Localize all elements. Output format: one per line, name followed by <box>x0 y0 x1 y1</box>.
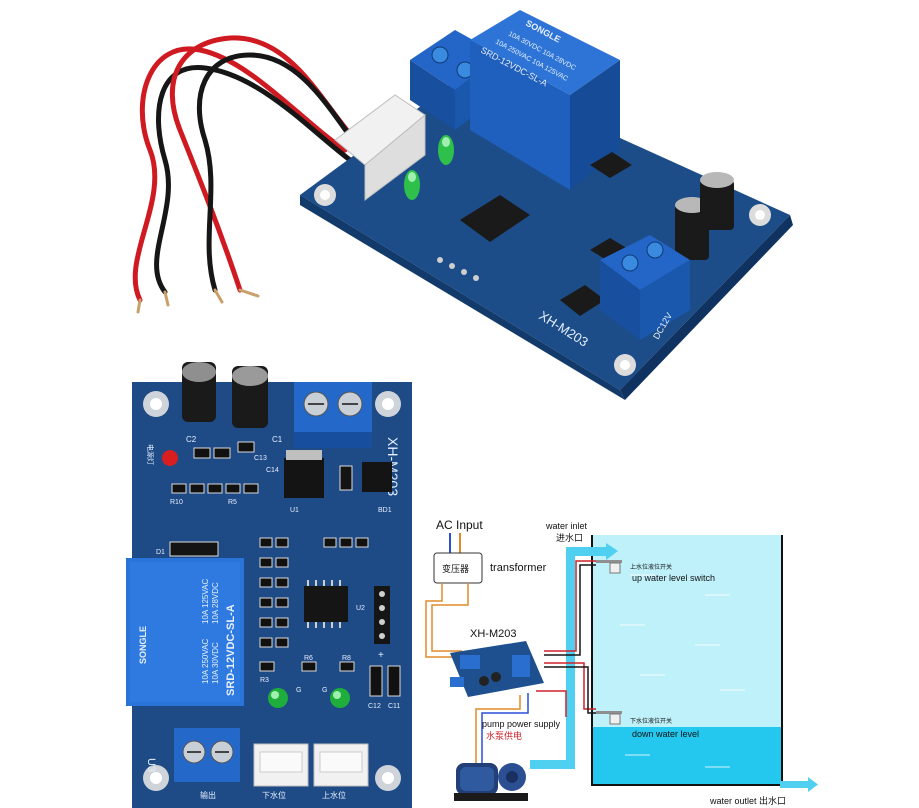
smd-resistors-lower <box>259 661 401 697</box>
header-pins <box>374 586 390 644</box>
lower-switch-en: down water level <box>632 729 699 739</box>
module-board <box>450 641 544 697</box>
output-terminal <box>174 728 240 782</box>
relay-model: SRD-12VDC-SL-A <box>225 604 237 696</box>
relay-spec-text: 10A 30VDC <box>211 642 220 684</box>
sensor-connector <box>334 94 426 201</box>
status-led <box>268 688 350 708</box>
upper-switch-en: up water level switch <box>632 573 715 583</box>
transformer-output-wires <box>425 583 469 658</box>
led-angled <box>404 135 454 200</box>
pump-power-cn: 水泵供电 <box>486 730 522 741</box>
voltage-regulator <box>284 450 392 498</box>
label-r6: R6 <box>304 655 313 662</box>
water-inlet-cn: 进水口 <box>556 532 583 543</box>
pump-power-wires <box>475 690 567 767</box>
label-c2: C2 <box>186 435 197 444</box>
output-terminal-angled <box>600 235 690 340</box>
label-g: G <box>296 687 301 694</box>
label-bd1: BD1 <box>378 507 392 514</box>
lower-level-switch <box>596 711 622 725</box>
smd-resistors <box>171 441 259 494</box>
upper-switch-cn: 上水位液位开关 <box>630 563 672 571</box>
label-u1: U1 <box>290 507 299 514</box>
plus-mark: + <box>378 650 384 661</box>
relay-top-view: SONGLE 10A 250VAC 10A 30VDC 10A 125VAC 1… <box>126 558 244 706</box>
label-r3: R3 <box>260 677 269 684</box>
label-c11: C11 <box>388 703 400 710</box>
label-c12: C12 <box>368 703 381 710</box>
upper-level-switch <box>596 560 622 574</box>
wiring-diagram: water inlet 进水口 water outlet 出水口 上水位液位开关… <box>425 518 818 806</box>
label-c14: C14 <box>266 467 279 474</box>
transformer-box <box>433 552 483 584</box>
output-label: 输出 <box>200 790 216 800</box>
label-c13: C13 <box>254 455 267 462</box>
transformer-cn: 变压器 <box>442 563 469 574</box>
label-d1: D1 <box>156 549 165 556</box>
power-terminal-top-view <box>294 382 372 448</box>
top-view-board-photo: C2 C1 C13 C14 XH-M203 电源灯 R10 R5 U1 BD1 … <box>126 362 412 808</box>
label-u2: U2 <box>356 605 365 612</box>
relay-angled: SRD-12VDC-SL-A 10A 250VAC 10A 125VAC 10A… <box>470 10 620 190</box>
capacitor-angled <box>675 172 734 260</box>
lower-level-label: 下水位 <box>262 790 286 800</box>
angled-board-photo: SRD-12VDC-SL-A 10A 250VAC 10A 125VAC 10A… <box>132 10 793 400</box>
sensor-wire-bundle <box>132 35 363 314</box>
lower-switch-cn: 下水位液位开关 <box>630 717 672 725</box>
level-connector <box>253 743 369 787</box>
label-c1: C1 <box>272 435 283 444</box>
label-r8: R8 <box>342 655 351 662</box>
water-inlet-en: water inlet <box>545 521 588 531</box>
relay-brand: SONGLE <box>138 626 148 664</box>
transformer-en: transformer <box>490 562 547 574</box>
module-label: XH-M203 <box>470 628 516 640</box>
water-outlet-label: water outlet 出水口 <box>709 795 786 806</box>
water-tank <box>591 535 783 786</box>
relay-spec-text: 10A 28VDC <box>211 582 220 624</box>
upper-level-label: 上水位 <box>322 790 346 800</box>
u3-label: U3 <box>145 758 157 772</box>
ac-input-wires <box>449 533 461 553</box>
relay-spec-text: 10A 125VAC <box>201 579 210 624</box>
label-r5: R5 <box>228 499 237 506</box>
relay-spec-text: 10A 250VAC <box>201 639 210 684</box>
water-pump <box>454 763 528 801</box>
mounting-holes <box>143 391 401 791</box>
pump-power-en: pump power supply <box>482 719 561 729</box>
smd-resistor-column <box>259 537 369 648</box>
header-pins-angled <box>437 257 479 281</box>
ac-input-label: AC Input <box>436 518 483 532</box>
label-g: G <box>322 687 327 694</box>
power-led-label: 电源灯 <box>146 444 155 465</box>
power-led <box>162 450 178 466</box>
label-r10: R10 <box>170 499 183 506</box>
diode <box>169 541 219 557</box>
sensor-wires <box>544 560 596 714</box>
inlet-pipe <box>530 543 618 769</box>
capacitor-top-view <box>182 362 268 428</box>
outlet-pipe <box>780 777 818 792</box>
ic-chip <box>304 580 348 628</box>
